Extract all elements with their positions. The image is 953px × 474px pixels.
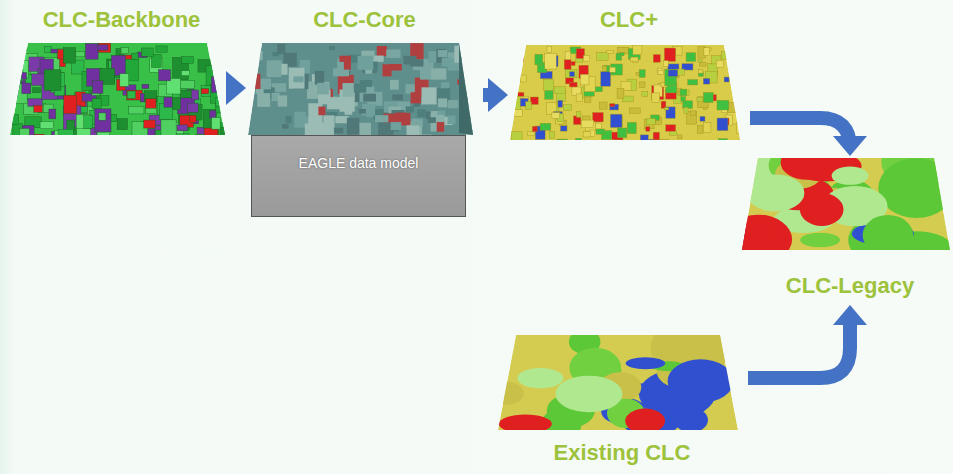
map-title: CLC-Backbone — [10, 7, 233, 33]
map-panel: CLC-Legacy — [742, 158, 953, 303]
map-title: Existing CLC — [498, 440, 746, 466]
land-cover-map — [248, 43, 473, 135]
map-panel: Existing CLC — [498, 335, 746, 470]
land-cover-map — [498, 335, 738, 430]
map-title: EAGLE data model — [252, 150, 465, 176]
map-title: CLC-Legacy — [742, 273, 953, 299]
map-panel: CLC-CoreEAGLE data model — [248, 5, 481, 220]
land-cover-map — [510, 45, 740, 140]
flow-arrow — [226, 71, 246, 105]
map-title: CLC+ — [510, 7, 748, 33]
map-panel: CLC-Backbone — [10, 5, 233, 140]
map-title: CLC-Core — [248, 7, 481, 33]
land-cover-map — [10, 43, 225, 135]
flow-arrow — [748, 305, 867, 378]
flow-arrow — [483, 78, 508, 112]
land-cover-map — [742, 158, 950, 250]
map-panel: CLC+ — [510, 5, 748, 142]
flow-arrow — [750, 118, 867, 156]
data-model-block: EAGLE data model — [251, 135, 466, 217]
